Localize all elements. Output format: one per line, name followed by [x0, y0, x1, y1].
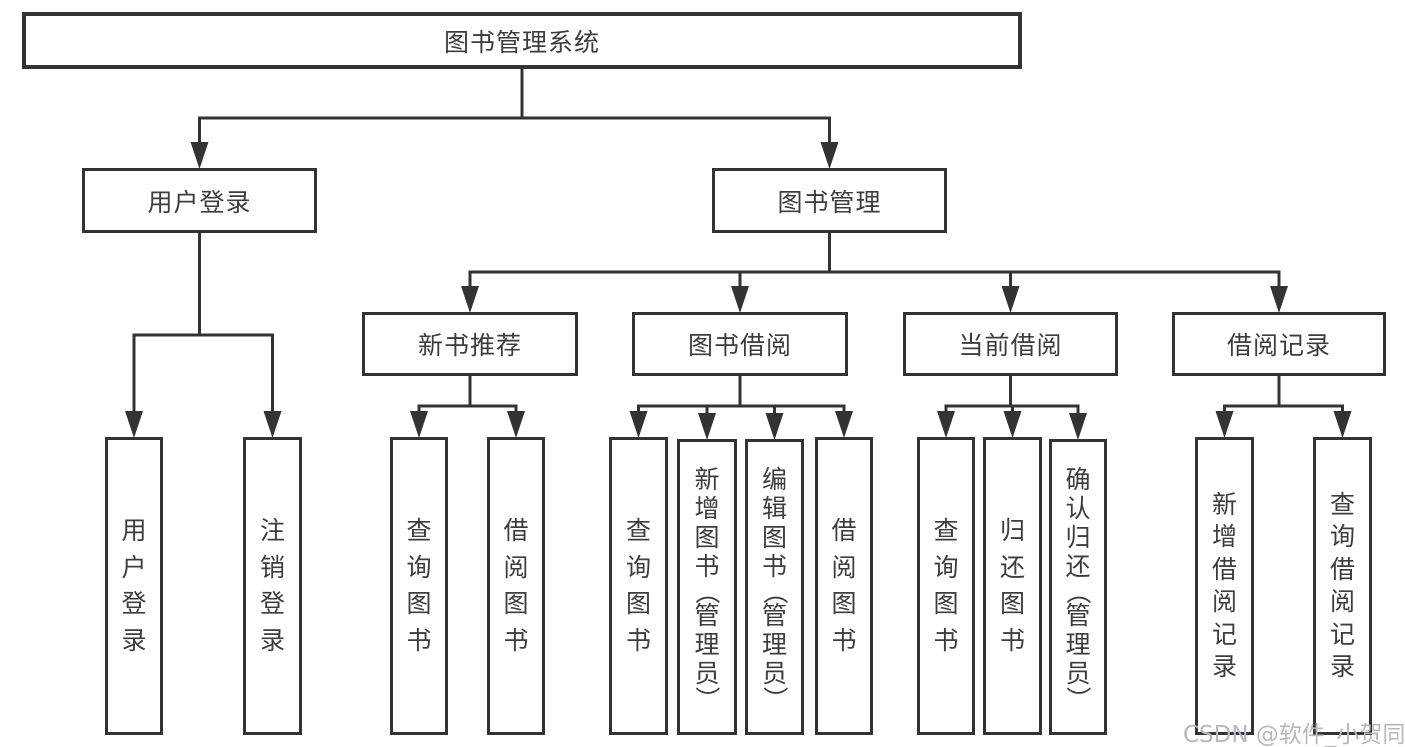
node-book-borrow: 图书借阅	[632, 312, 848, 376]
node-root: 图书管理系统	[22, 12, 1022, 69]
node-leaf-query-book-1: 查询图书	[390, 437, 448, 735]
node-user-login: 用户登录	[82, 168, 317, 233]
arrowhead	[937, 411, 955, 438]
node-label-book-mgmt: 图书管理	[777, 187, 882, 217]
node-leaf-query-record: 查询借阅记录	[1313, 437, 1372, 735]
node-label-new-book-rec: 新书推荐	[417, 331, 522, 360]
node-label-leaf-add-record: 新增借阅记录	[1211, 489, 1237, 681]
node-label-leaf-query-book-3: 查询图书	[933, 516, 959, 655]
node-label-leaf-user-login: 用户登录	[121, 516, 147, 655]
node-label-user-login: 用户登录	[147, 187, 252, 217]
node-label-book-borrow: 图书借阅	[687, 331, 792, 360]
node-book-mgmt: 图书管理	[712, 168, 947, 233]
arrowhead	[1069, 413, 1087, 440]
node-leaf-borrow-book-1: 借阅图书	[487, 437, 545, 735]
node-leaf-user-login: 用户登录	[105, 437, 163, 735]
arrowhead	[629, 411, 648, 438]
node-label-leaf-borrow-book-1: 借阅图书	[503, 516, 529, 655]
node-leaf-add-record: 新增借阅记录	[1195, 437, 1254, 735]
node-leaf-return-book: 归还图书	[983, 437, 1042, 735]
arrowhead	[731, 286, 749, 313]
node-label-borrow-records: 借阅记录	[1226, 331, 1331, 360]
arrowhead	[410, 411, 428, 438]
arrowhead	[190, 142, 209, 169]
node-label-leaf-logout: 注销登录	[259, 516, 285, 655]
arrowhead	[1003, 411, 1022, 438]
arrowhead	[1270, 286, 1288, 313]
node-label-leaf-query-book-2: 查询图书	[625, 516, 651, 655]
node-new-book-rec: 新书推荐	[362, 312, 578, 376]
node-leaf-add-book: 新增图书（管理员）	[677, 439, 737, 735]
node-label-leaf-confirm-return: 确认归还（管理员）	[1063, 464, 1093, 712]
arrowhead	[1215, 411, 1234, 438]
arrowhead	[125, 411, 143, 438]
arrowhead	[820, 142, 839, 169]
node-label-leaf-query-record: 查询借阅记录	[1329, 489, 1355, 681]
arrowhead	[1001, 286, 1020, 313]
node-label-leaf-borrow-book-2: 借阅图书	[831, 516, 857, 655]
arrowhead	[263, 411, 282, 438]
node-label-leaf-query-book-1: 查询图书	[406, 516, 432, 655]
node-leaf-borrow-book-2: 借阅图书	[815, 437, 873, 735]
node-leaf-query-book-2: 查询图书	[609, 437, 668, 735]
arrowhead	[835, 411, 853, 438]
node-label-current-borrow: 当前借阅	[958, 331, 1063, 360]
node-current-borrow: 当前借阅	[903, 312, 1118, 376]
node-label-root: 图书管理系统	[443, 27, 600, 57]
arrowhead	[461, 286, 479, 313]
arrowhead	[1333, 411, 1352, 438]
watermark: CSDN @软件_小贺同学	[1183, 722, 1405, 747]
node-leaf-edit-book: 编辑图书（管理员）	[745, 439, 804, 735]
node-leaf-logout: 注销登录	[243, 437, 302, 735]
arrowhead	[698, 413, 716, 440]
arrowhead	[507, 411, 525, 438]
node-leaf-query-book-3: 查询图书	[917, 437, 975, 735]
node-borrow-records: 借阅记录	[1172, 312, 1386, 376]
arrowhead	[765, 413, 784, 440]
node-label-leaf-edit-book: 编辑图书（管理员）	[760, 464, 790, 712]
node-label-leaf-return-book: 归还图书	[999, 516, 1025, 655]
node-label-leaf-add-book: 新增图书（管理员）	[692, 464, 722, 712]
node-leaf-confirm-return: 确认归还（管理员）	[1049, 439, 1107, 735]
